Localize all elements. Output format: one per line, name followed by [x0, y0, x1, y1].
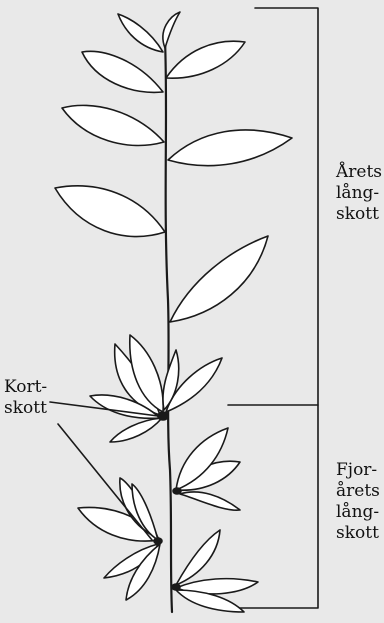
leaf-mid-right	[170, 236, 268, 322]
main-stem	[165, 40, 172, 612]
node-lower	[154, 538, 162, 544]
leaf-top-center	[163, 12, 180, 48]
leaf-upper-left-1	[82, 51, 163, 92]
leaf-upper-right-2	[168, 130, 292, 166]
short-shoot-bottom-leaf-1	[176, 530, 220, 585]
node-bottom	[172, 584, 180, 590]
short-shoot-upper-leaf-4	[110, 418, 162, 442]
short-shoot-bottom-leaf-3	[176, 590, 244, 612]
leaf-upper-left-2	[62, 105, 164, 145]
leaf-mid-left	[55, 186, 165, 237]
leaf-upper-right-1	[166, 41, 245, 78]
label-previous-year-shoot: Fjor- årets lång- skott	[336, 460, 380, 544]
bracket-previous-year	[224, 405, 318, 608]
bracket-current-year	[228, 8, 318, 405]
short-shoot-middle-leaf-3	[180, 492, 240, 510]
node-upper	[158, 412, 168, 420]
label-current-year-shoot: Årets lång- skott	[336, 162, 382, 225]
label-short-shoots: Kort- skott	[4, 377, 47, 419]
node-middle	[173, 488, 181, 494]
leaf-top-left	[118, 14, 163, 52]
